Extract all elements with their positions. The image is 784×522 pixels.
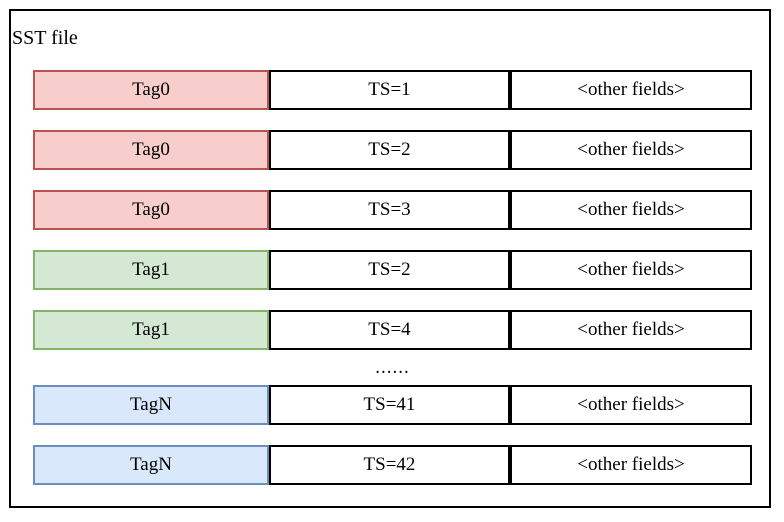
record-row: TagN TS=42 <other fields>	[33, 445, 752, 485]
record-row: Tag1 TS=4 <other fields>	[33, 310, 752, 350]
record-rows: Tag0 TS=1 <other fields> Tag0 TS=2 <othe…	[33, 70, 752, 505]
timestamp-cell: TS=41	[269, 385, 510, 425]
other-fields-cell: <other fields>	[510, 190, 752, 230]
other-fields-cell: <other fields>	[510, 445, 752, 485]
tag-cell: Tag0	[33, 70, 269, 110]
timestamp-cell: TS=1	[269, 70, 510, 110]
tag-cell: Tag1	[33, 310, 269, 350]
other-fields-cell: <other fields>	[510, 310, 752, 350]
sst-file-label: SST file	[12, 27, 78, 49]
record-row: Tag0 TS=3 <other fields>	[33, 190, 752, 230]
tag-cell: Tag1	[33, 250, 269, 290]
timestamp-cell: TS=2	[269, 250, 510, 290]
timestamp-cell: TS=4	[269, 310, 510, 350]
ellipsis: ......	[375, 356, 410, 378]
other-fields-cell: <other fields>	[510, 70, 752, 110]
other-fields-cell: <other fields>	[510, 130, 752, 170]
record-row: Tag1 TS=2 <other fields>	[33, 250, 752, 290]
timestamp-cell: TS=3	[269, 190, 510, 230]
timestamp-cell: TS=42	[269, 445, 510, 485]
record-row: Tag0 TS=2 <other fields>	[33, 130, 752, 170]
tag-cell: Tag0	[33, 190, 269, 230]
timestamp-cell: TS=2	[269, 130, 510, 170]
other-fields-cell: <other fields>	[510, 250, 752, 290]
other-fields-cell: <other fields>	[510, 385, 752, 425]
tag-cell: TagN	[33, 385, 269, 425]
tag-cell: TagN	[33, 445, 269, 485]
record-row: Tag0 TS=1 <other fields>	[33, 70, 752, 110]
sst-file-box: SST file Tag0 TS=1 <other fields> Tag0 T…	[9, 9, 771, 508]
record-row: TagN TS=41 <other fields>	[33, 385, 752, 425]
tag-cell: Tag0	[33, 130, 269, 170]
